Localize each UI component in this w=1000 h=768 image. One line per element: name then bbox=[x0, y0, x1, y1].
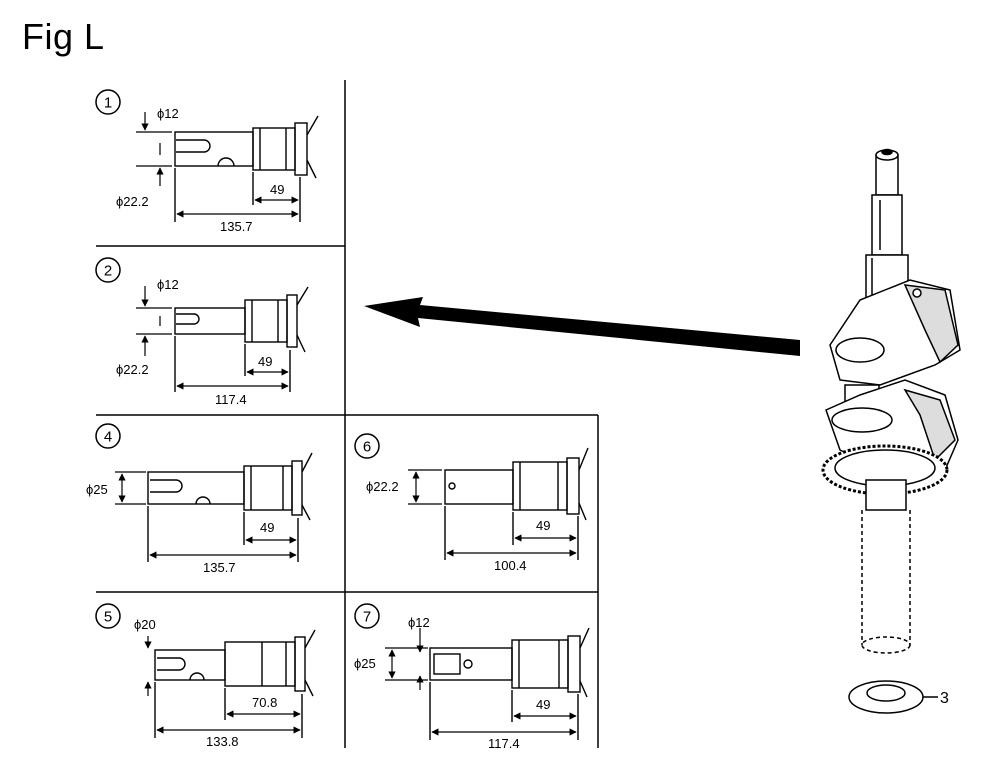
shaft-drawing bbox=[174, 115, 319, 222]
shaft-drawing bbox=[154, 629, 316, 738]
dim-large-diameter: ϕ22.2 bbox=[366, 479, 399, 494]
dim-total-length: 100.4 bbox=[494, 558, 527, 573]
dim-small-diameter: ϕ12 bbox=[408, 615, 430, 630]
dim-short-length: 49 bbox=[258, 354, 272, 369]
dim-large-diameter: ϕ25 bbox=[86, 482, 108, 497]
dim-short-length: 49 bbox=[260, 520, 274, 535]
dim-short-length: 70.8 bbox=[252, 695, 277, 710]
panel-7: 7 ϕ12 ϕ25 49 117.4 bbox=[354, 603, 590, 751]
dimension-lines bbox=[144, 636, 301, 734]
dim-large-diameter: ϕ25 bbox=[354, 656, 376, 671]
shaft-drawing bbox=[147, 452, 313, 562]
panel-number-circle bbox=[95, 257, 121, 283]
dim-large-diameter: ϕ22.2 bbox=[116, 362, 149, 377]
dim-total-length: 117.4 bbox=[488, 736, 520, 751]
dimension-lines bbox=[136, 112, 299, 218]
dimension-lines bbox=[385, 628, 577, 736]
panel-number-circle bbox=[95, 603, 121, 629]
panel-2: 2 ϕ12 ϕ22.2 49 117.4 bbox=[95, 257, 309, 407]
dim-total-length: 117.4 bbox=[215, 392, 247, 407]
dim-short-length: 49 bbox=[270, 182, 284, 197]
panel-grid bbox=[96, 80, 599, 748]
panel-5: 5 ϕ20 70.8 133.8 bbox=[95, 603, 316, 749]
panel-number-circle bbox=[95, 423, 121, 449]
panel-number: 4 bbox=[104, 429, 112, 446]
panel-number: 5 bbox=[104, 609, 112, 626]
panel-number-circle bbox=[354, 433, 380, 459]
pointer-arrow bbox=[364, 297, 800, 356]
panel-1: 1 ϕ12 ϕ22.2 49 135.7 bbox=[95, 89, 319, 234]
panel-number: 1 bbox=[104, 95, 112, 112]
panel-number-circle bbox=[95, 89, 121, 115]
crankshaft-illustration bbox=[821, 148, 961, 714]
dim-total-length: 135.7 bbox=[220, 219, 253, 234]
panel-number-circle bbox=[354, 603, 380, 629]
dim-short-length: 49 bbox=[536, 518, 550, 533]
panel-number: 6 bbox=[363, 439, 371, 456]
panel-4: 4 ϕ25 49 135.7 bbox=[86, 423, 313, 575]
panel-number: 7 bbox=[363, 609, 371, 626]
dim-total-length: 133.8 bbox=[206, 734, 239, 749]
dim-total-length: 135.7 bbox=[203, 560, 236, 575]
dim-small-diameter: ϕ12 bbox=[157, 277, 179, 292]
callout-label: 3 bbox=[940, 690, 949, 707]
panel-number: 2 bbox=[104, 263, 112, 280]
figure-title: Fig L bbox=[22, 16, 105, 57]
shaft-drawing bbox=[444, 447, 589, 560]
shaft-drawing bbox=[429, 627, 590, 740]
dimension-lines bbox=[408, 469, 577, 557]
shaft-drawing bbox=[174, 286, 309, 392]
dim-short-length: 49 bbox=[536, 697, 550, 712]
dim-small-diameter: ϕ20 bbox=[134, 617, 156, 632]
dimension-lines bbox=[115, 471, 297, 559]
dim-small-diameter: ϕ12 bbox=[157, 106, 179, 121]
dimension-lines bbox=[136, 286, 289, 390]
dim-large-diameter: ϕ22.2 bbox=[116, 194, 149, 209]
panel-6: 6 ϕ22.2 49 100.4 bbox=[354, 433, 589, 573]
